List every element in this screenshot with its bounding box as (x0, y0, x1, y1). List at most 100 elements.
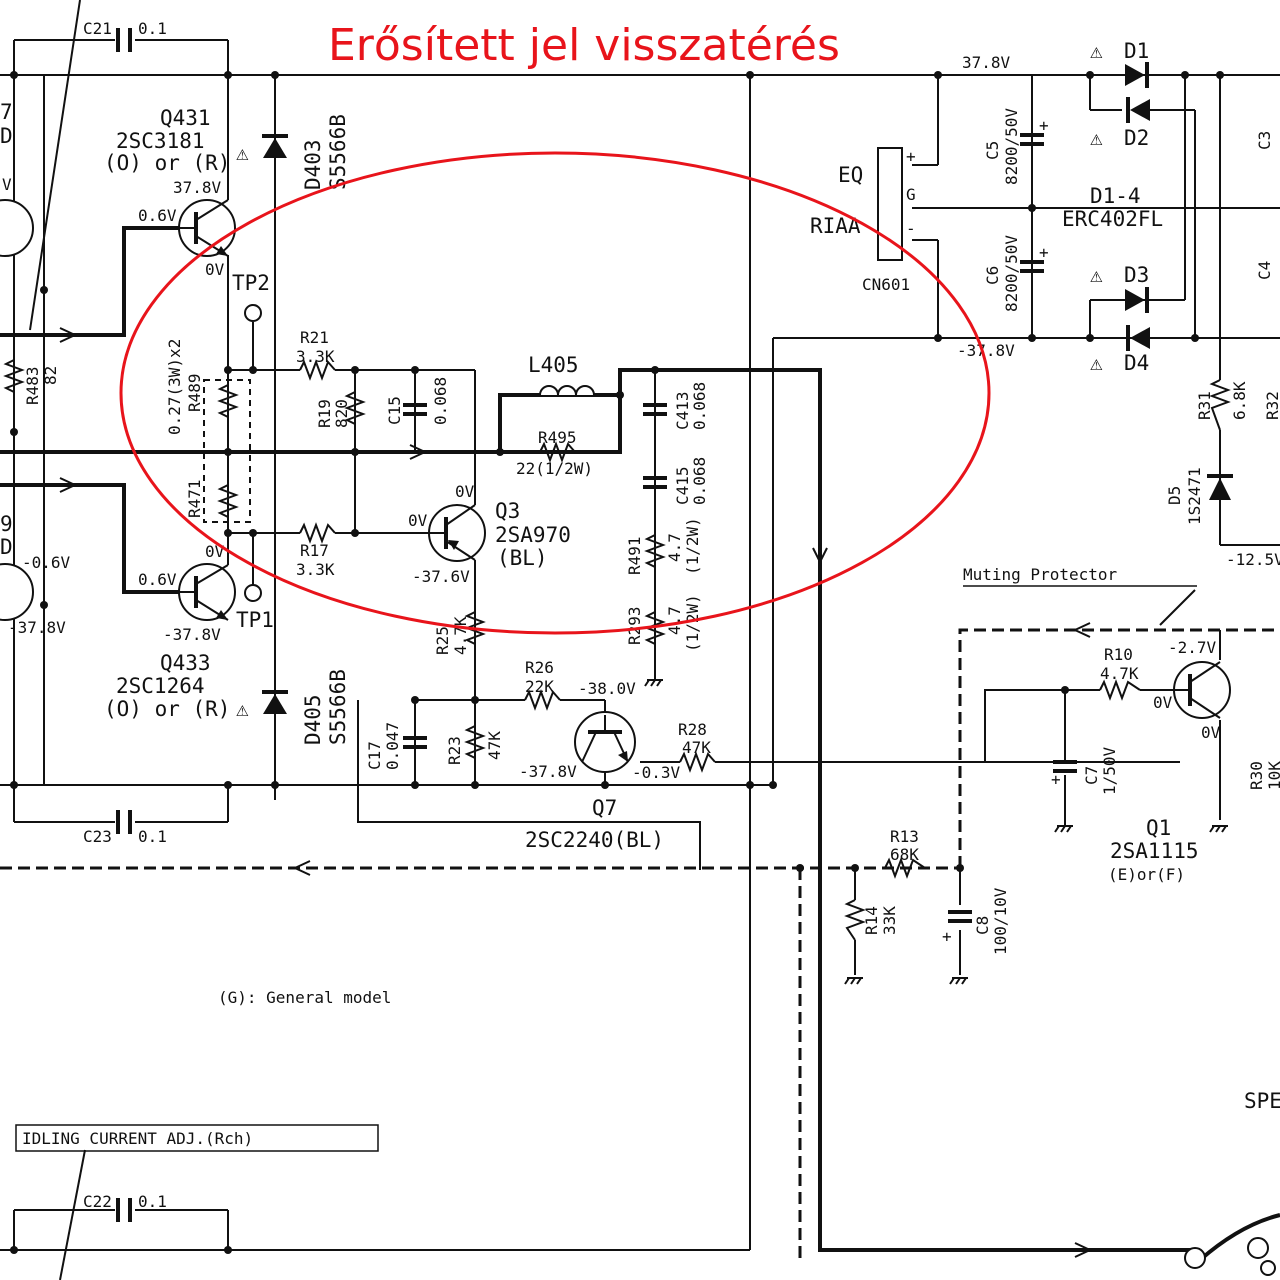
resistor-r14 (844, 899, 866, 941)
r13-value: 68K (890, 845, 919, 864)
resistor-r491 (644, 534, 666, 568)
left-mid-digit: 9 (0, 512, 13, 536)
q3-part: 2SA970 (495, 523, 571, 547)
cn601-ref: CN601 (862, 275, 910, 294)
capacitors (403, 133, 1077, 923)
r21-ref: R21 (300, 328, 329, 347)
resistor-r28 (679, 751, 716, 773)
c6-value: 8200/50V (1002, 235, 1021, 312)
d3-ref: D3 (1124, 263, 1149, 287)
testpoint-tp2 (244, 304, 262, 322)
c21-ref: C21 (83, 19, 112, 38)
q1-vc: -2.7V (1168, 638, 1217, 657)
r489-value: 0.27(3W)x2 (165, 339, 184, 435)
d2-warning-icon: ⚠ (1090, 126, 1103, 150)
r10-ref: R10 (1104, 645, 1133, 664)
r495-value: 22(1/2W) (516, 459, 593, 478)
q3-vb: 0V (455, 482, 475, 501)
r491-value: 4.7 (665, 533, 684, 562)
d1-4-part: ERC402FL (1062, 207, 1163, 231)
d403-part: S5566B (326, 114, 350, 190)
q433-part: 2SC1264 (116, 674, 205, 698)
r28-value: 47K (682, 738, 711, 757)
c4-ref: C4 (1255, 261, 1274, 280)
q7-vb: -0.3V (632, 763, 681, 782)
transistor-left-bottom (0, 563, 34, 621)
r28-ref: R28 (678, 720, 707, 739)
d403-warning-icon: ⚠ (236, 141, 249, 165)
c22-value: 0.1 (138, 1192, 167, 1211)
r19-ref: R19 (315, 399, 334, 428)
capacitor-c15 (403, 403, 427, 416)
idling-adj-label: IDLING CURRENT ADJ.(Rch) (22, 1129, 253, 1148)
r25-value: 4.7K (451, 616, 470, 655)
q431-vb: 0.6V (138, 206, 177, 225)
left-top-letter: D (0, 124, 13, 148)
cn601-pin-g: G (906, 185, 916, 204)
c15-value: 0.068 (431, 377, 450, 425)
capacitor-c23 (116, 810, 132, 834)
r31-value: 6.8K (1230, 381, 1249, 420)
diode-d5 (1207, 430, 1233, 500)
labels: Erősített jel visszatérés C21 0.1 C23 0.… (0, 19, 1280, 1211)
r493-value: 4.7 (665, 606, 684, 635)
q433-ve: 0V (205, 542, 225, 561)
r14-value: 33K (880, 906, 899, 935)
r13-ref: R13 (890, 827, 919, 846)
r489-ref: R489 (185, 373, 204, 412)
r17-ref: R17 (300, 541, 329, 560)
d4-ref: D4 (1124, 351, 1149, 375)
c413-value: 0.068 (690, 382, 709, 430)
transistor-q1 (1173, 661, 1231, 719)
c6-polarity: + (1039, 243, 1049, 262)
signal-arrows (59, 327, 1093, 1258)
q3-ref: Q3 (495, 499, 520, 523)
diode-d2 (1126, 97, 1150, 123)
d405-part: S5566B (326, 669, 350, 745)
d405-warning-icon: ⚠ (236, 697, 249, 721)
l405-ref: L405 (528, 353, 579, 377)
r25-ref: R25 (433, 626, 452, 655)
q431-grade: (O) or (R) (104, 151, 230, 175)
q433-grade: (O) or (R) (104, 697, 230, 721)
r491-rating: (1/2W) (683, 517, 702, 575)
capacitor-c22 (116, 1198, 132, 1222)
r32-ref: R32 (1263, 391, 1280, 420)
idling-adj-box (15, 1124, 379, 1152)
r23-value: 47K (485, 731, 504, 760)
q1-part: 2SA1115 (1110, 839, 1199, 863)
r23-ref: R23 (445, 736, 464, 765)
c415-ref: C415 (673, 466, 692, 505)
q433-vc: -37.8V (163, 625, 221, 644)
resistor-r31 (1209, 379, 1231, 431)
general-model-note: (G): General model (218, 988, 391, 1007)
r483-value: 82 (41, 366, 60, 385)
capacitor-c17 (403, 736, 427, 749)
q1-ve: 0V (1201, 723, 1221, 742)
diode-d405 (262, 690, 288, 714)
transistor-left-top (0, 199, 34, 257)
left-top-digit: 7 (0, 100, 13, 124)
diode-d1 (1125, 62, 1149, 88)
capacitor-c6 (1020, 260, 1044, 273)
resistor-r23 (464, 725, 486, 759)
r17-value: 3.3K (296, 560, 335, 579)
resistor-r19 (344, 391, 366, 425)
q3-grade: (BL) (497, 546, 548, 570)
r31-ref: R31 (1195, 391, 1214, 420)
q7-vc: -38.0V (578, 679, 636, 698)
r14-ref: R14 (862, 906, 881, 935)
d4-warning-icon: ⚠ (1090, 351, 1103, 375)
c22-ref: C22 (83, 1192, 112, 1211)
spe-label-partial: SPE (1244, 1089, 1280, 1113)
q7-part: 2SC2240(BL) (525, 828, 664, 852)
r495-ref: R495 (538, 428, 577, 447)
left-top-v: V (2, 175, 12, 194)
rail-pos-label: 37.8V (962, 53, 1011, 72)
left-mid-letter: D (0, 535, 13, 559)
c415-value: 0.068 (690, 457, 709, 505)
q431-part: 2SC3181 (116, 129, 205, 153)
q7-ref: Q7 (592, 796, 617, 820)
c8-ref: C8 (973, 916, 992, 935)
c23-ref: C23 (83, 827, 112, 846)
